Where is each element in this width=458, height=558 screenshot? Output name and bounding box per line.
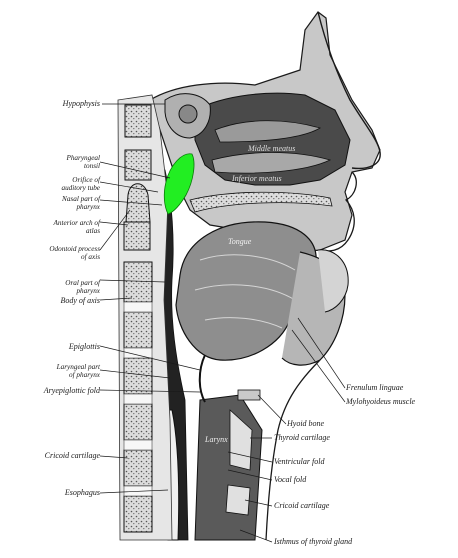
label-mylohyoideus: Mylohyoideus muscle [346, 398, 415, 406]
hyoid-bone [238, 390, 260, 400]
larynx [195, 395, 262, 540]
label-odontoid-process: Odontoid process of axis [14, 246, 100, 261]
neck-front [266, 360, 320, 540]
label-oral-part-pharynx: Oral part of pharynx [14, 280, 100, 295]
label-hypophysis: Hypophysis [14, 100, 100, 108]
hypophysis [179, 105, 197, 123]
label-cricoid-cartilage-left: Cricoid cartilage [14, 452, 100, 460]
label-larynx: Larynx [205, 436, 228, 444]
label-hyoid-bone: Hyoid bone [287, 420, 324, 428]
label-pharyngeal-tonsil: Pharyngeal tonsil [14, 155, 100, 170]
label-epiglottis: Epiglottis [14, 343, 100, 351]
epiglottis [200, 355, 205, 402]
label-middle-meatus: Middle meatus [248, 145, 295, 153]
label-anterior-arch-atlas: Anterior arch of atlas [14, 220, 100, 235]
label-tongue: Tongue [228, 238, 251, 246]
label-aryepiglottic-fold: Aryepiglottic fold [14, 387, 100, 395]
label-laryngeal-part-pharynx: Laryngeal part of pharynx [14, 364, 100, 379]
label-inferior-meatus: Inferior meatus [232, 175, 282, 183]
label-nasal-part-pharynx: Nasal part of pharynx [14, 196, 100, 211]
label-vocal-fold: Vocal fold [274, 476, 306, 484]
label-thyroid-cartilage: Thyroid cartilage [274, 434, 330, 442]
label-cricoid-cartilage-right: Cricoid cartilage [274, 502, 329, 510]
vertebrae [124, 105, 152, 532]
label-isthmus-thyroid: Isthmus of thyroid gland [274, 538, 352, 546]
label-esophagus: Esophagus [14, 489, 100, 497]
label-ventricular-fold: Ventricular fold [274, 458, 324, 466]
label-frenulum-linguae: Frenulum linguae [346, 384, 403, 392]
label-body-of-axis: Body of axis [14, 297, 100, 305]
label-orifice-auditory-tube: Orifice of auditory tube [14, 177, 100, 192]
